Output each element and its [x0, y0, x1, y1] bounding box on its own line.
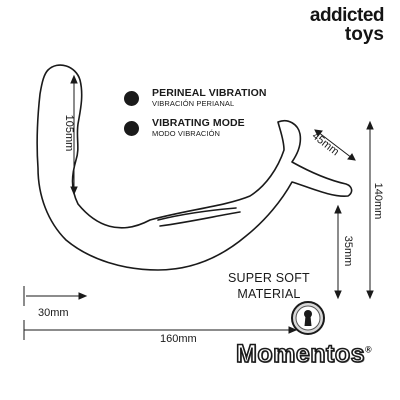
bullet-icon [124, 91, 139, 106]
dim-label-height: 140mm [372, 182, 384, 220]
brand-logo: addicted toys [309, 5, 385, 45]
feature-title: VIBRATING MODE [152, 117, 245, 129]
feature-title: PERINEAL VIBRATION [152, 87, 267, 99]
feature-subtitle: MODO VIBRACIÓN [152, 129, 221, 138]
feature-perineal: PERINEAL VIBRATION VIBRACIÓN PERIANAL [124, 87, 267, 109]
brand-line1: addicted [309, 5, 385, 26]
material-note: SUPER SOFT MATERIAL [228, 270, 310, 302]
keyhole-icon [291, 301, 325, 335]
dim-label-probe: 105mm [63, 114, 75, 152]
brand-line2: toys [344, 24, 384, 45]
dim-label-tail: 35mm [342, 235, 354, 267]
feature-vibrating: VIBRATING MODE MODO VIBRACIÓN [124, 117, 245, 139]
material-line1: SUPER SOFT [228, 271, 310, 285]
seam-line [159, 211, 241, 227]
momentos-logo: Momentos® [235, 339, 373, 369]
bullet-icon [124, 121, 139, 136]
product-outline [36, 64, 353, 271]
material-line2: MATERIAL [237, 287, 301, 301]
dim-label-length: 160mm [160, 333, 197, 345]
dim-line-tip [317, 131, 353, 159]
logo-text: Momentos [235, 339, 365, 369]
registered-mark: ® [365, 344, 373, 355]
dim-label-base: 30mm [38, 307, 69, 319]
feature-subtitle: VIBRACIÓN PERIANAL [152, 99, 235, 108]
seam-line [157, 207, 237, 221]
